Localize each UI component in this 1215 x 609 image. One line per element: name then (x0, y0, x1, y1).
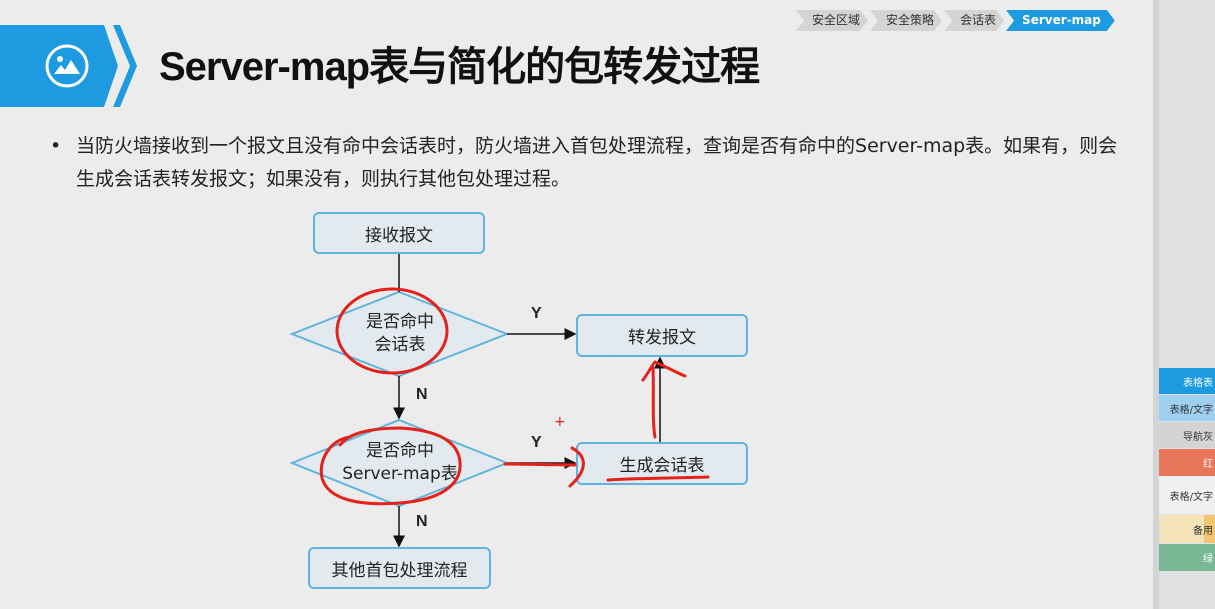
edge-label-servermap-yes: Y (531, 434, 542, 451)
decision-label-session: 是否命中 会话表 (330, 311, 470, 357)
breadcrumb-item-server-map[interactable]: Server-map (1006, 10, 1115, 31)
decision-label-line: 是否命中 (366, 441, 434, 461)
breadcrumb-item-security-zone[interactable]: 安全区域 (796, 10, 868, 31)
palette-swatch-nav-gray[interactable]: 导航灰 (1159, 422, 1215, 448)
bullet-marker: • (50, 135, 62, 157)
page-title: Server-map表与简化的包转发过程 (159, 45, 760, 89)
palette-swatch-spare[interactable]: 备用 (1159, 515, 1215, 543)
breadcrumb-item-session-table[interactable]: 会话表 (944, 10, 1004, 31)
edge-label-session-no: N (416, 386, 428, 403)
palette-swatch-red[interactable]: 红 (1159, 449, 1215, 476)
palette-swatch-table-text[interactable]: 表格/文字 (1159, 395, 1215, 421)
flowchart-connectors (289, 254, 666, 548)
decision-label-servermap: 是否命中 Server-map表 (320, 440, 480, 486)
decision-label-line: 会话表 (374, 335, 426, 355)
palette-swatch-table-text-light[interactable]: 表格/文字 (1159, 476, 1215, 514)
node-create-session: 生成会话表 (576, 442, 748, 485)
edge-label-session-yes: Y (531, 305, 542, 322)
bullet-text: 当防火墙接收到一个报文且没有命中会话表时，防火墙进入首包处理流程，查询是否有命中… (76, 135, 1118, 190)
breadcrumb: 安全区域 安全策略 会话表 Server-map (796, 10, 1117, 31)
decision-label-line: 是否命中 (366, 312, 434, 332)
palette-swatch-table-header[interactable]: 表格表 (1159, 368, 1215, 394)
palette-swatch-green[interactable]: 绿 (1159, 544, 1215, 571)
node-forward-packet: 转发报文 (576, 314, 748, 357)
node-other-first-packet: 其他首包处理流程 (308, 547, 491, 589)
bullet-paragraph: • 当防火墙接收到一个报文且没有命中会话表时，防火墙进入首包处理流程，查询是否有… (50, 130, 1130, 196)
decision-label-line: Server-map表 (342, 464, 458, 484)
image-icon (45, 44, 89, 88)
header-banner (0, 25, 118, 107)
breadcrumb-item-security-policy[interactable]: 安全策略 (870, 10, 942, 31)
edge-label-servermap-no: N (416, 513, 428, 530)
node-receive-packet: 接收报文 (313, 212, 485, 254)
slide-canvas: 安全区域 安全策略 会话表 Server-map Server-map表与简化的… (0, 10, 1130, 589)
